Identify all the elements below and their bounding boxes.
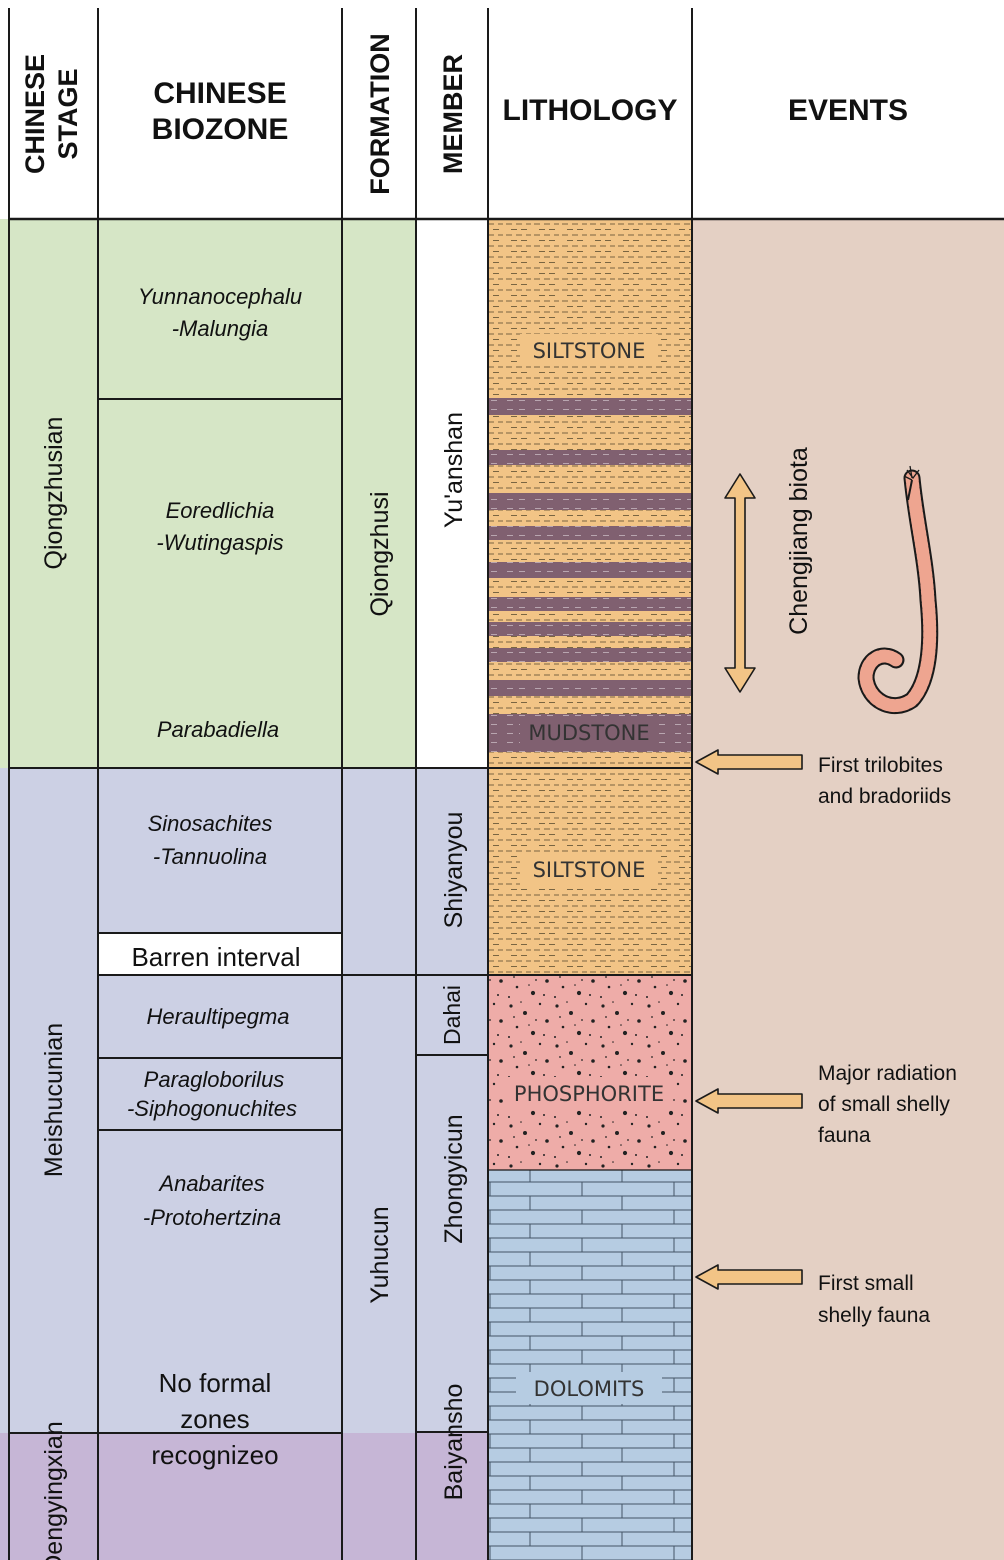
header-row: CHINESE STAGE CHINESE BIOZONE FORMATION … xyxy=(20,33,908,194)
mudstone-band xyxy=(488,398,692,415)
biozone-parabadiella: Parabadiella xyxy=(157,717,279,742)
formation-yuhucun: Yuhucun xyxy=(366,1206,394,1303)
header-member: MEMBER xyxy=(438,54,468,174)
biozone-paragloborilus: Paragloborilus xyxy=(144,1067,285,1092)
biozone-barren-interval: Barren interval xyxy=(131,942,300,972)
biozone-wutingaspis: -Wutingaspis xyxy=(156,530,283,555)
event-first-ssf-line2: shelly fauna xyxy=(818,1304,930,1327)
stage-qiongzhusian: Qiongzhusian xyxy=(40,417,68,570)
phosphorite-unit xyxy=(488,975,692,1170)
header-events: EVENTS xyxy=(788,94,908,127)
biozone-yunnanocephalu: Yunnanocephalu xyxy=(138,284,302,309)
siltstone-upper-label: SILTSTONE xyxy=(533,339,646,363)
event-first-ssf-line1: First small xyxy=(818,1272,914,1295)
mudstone-band xyxy=(488,450,692,465)
biozone-anabarites: Anabarites xyxy=(157,1171,264,1196)
event-radiation-line2: of small shelly xyxy=(818,1093,950,1116)
member-zhongyicun: Zhongyicun xyxy=(440,1114,468,1243)
mudstone-band xyxy=(488,648,692,662)
formation-qiongzhusi: Qiongzhusi xyxy=(366,491,394,616)
stage-meishucunian: Meishucunian xyxy=(40,1023,68,1177)
mudstone-band xyxy=(488,493,692,510)
biozone-tannuolina: -Tannuolina xyxy=(153,844,267,869)
siltstone-lower-label: SILTSTONE xyxy=(533,858,646,882)
biozone-eoredlichia: Eoredlichia xyxy=(166,498,275,523)
member-dahai: Dahai xyxy=(439,985,465,1045)
member-yuanshan: Yu'anshan xyxy=(440,412,468,528)
dolomite-unit xyxy=(488,1170,692,1560)
event-radiation-line1: Major radiation xyxy=(818,1062,957,1085)
event-radiation-line3: fauna xyxy=(818,1124,871,1147)
header-biozone-line1: CHINESE xyxy=(153,77,286,110)
event-trilobites-line1: First trilobites xyxy=(818,754,943,777)
mudstone-band xyxy=(488,526,692,540)
header-formation: FORMATION xyxy=(365,33,395,194)
header-stage-line1: CHINESE xyxy=(20,54,50,174)
dolomits-label: DOLOMITS xyxy=(534,1377,645,1401)
biozone-recognizeo: recognizeo xyxy=(151,1440,278,1470)
event-trilobites-line2: and bradoriids xyxy=(818,785,951,808)
header-biozone-line2: BIOZONE xyxy=(152,113,289,146)
mudstone-band xyxy=(488,680,692,696)
mudstone-band xyxy=(488,622,692,636)
biozone-heraultipegma: Heraultipegma xyxy=(146,1004,289,1029)
lithology-column xyxy=(488,219,692,1560)
stage-dengyingxian: Dengyingxian xyxy=(40,1421,68,1560)
biozone-sinosachites: Sinosachites xyxy=(148,811,273,836)
chengjiang-biota-label: Chengjiang biota xyxy=(785,447,813,635)
events-panel-fill xyxy=(692,219,1004,1560)
header-stage-line2: STAGE xyxy=(53,68,83,159)
biozone-malungia: -Malungia xyxy=(172,316,269,341)
mudstone-label: MUDSTONE xyxy=(528,721,649,745)
biozone-siphogonuchites: -Siphogonuchites xyxy=(127,1096,297,1121)
phosphorite-label: PHOSPHORITE xyxy=(514,1082,664,1106)
mudstone-band xyxy=(488,597,692,611)
biozone-no-formal: No formal xyxy=(159,1368,272,1398)
biozone-zones: zones xyxy=(180,1404,249,1434)
member-baiyansho: Baiyansho xyxy=(440,1384,468,1501)
header-lithology: LITHOLOGY xyxy=(503,94,678,127)
member-shiyanyou: Shiyanyou xyxy=(440,812,468,929)
mudstone-band xyxy=(488,562,692,578)
biozone-protohertzina: -Protohertzina xyxy=(143,1205,281,1230)
